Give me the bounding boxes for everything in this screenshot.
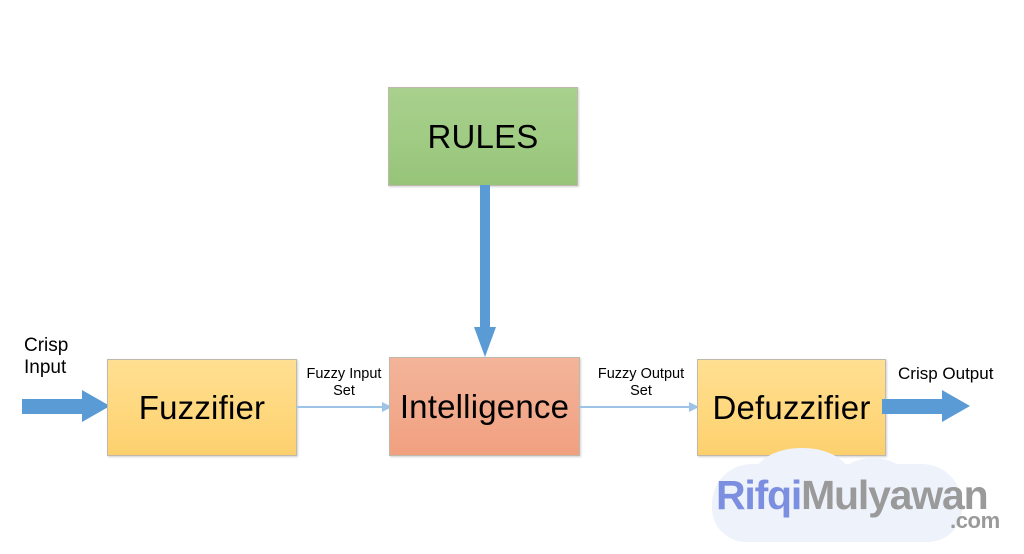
arrow-crisp-output bbox=[882, 390, 970, 422]
block-defuzzifier-label: Defuzzifier bbox=[712, 389, 871, 426]
label-fuzzy-output-set: Fuzzy Output Set bbox=[597, 366, 685, 400]
watermark-brand-part-2: Mulyawan bbox=[801, 472, 989, 518]
block-fuzzifier-label: Fuzzifier bbox=[138, 389, 266, 426]
watermark-tld: .com bbox=[950, 508, 1000, 533]
watermark-logo: RifqiMulyawan .com bbox=[700, 448, 1024, 554]
arrow-fuzzifier-to-intelligence bbox=[296, 402, 392, 412]
label-crisp-input: Crisp Input bbox=[24, 335, 69, 379]
block-intelligence: Intelligence bbox=[389, 357, 580, 456]
arrow-crisp-input bbox=[22, 390, 110, 422]
watermark-brand-part-1: Rifqi bbox=[716, 472, 802, 518]
label-fuzzy-input-set: Fuzzy Input Set bbox=[306, 366, 382, 400]
label-crisp-output: Crisp Output bbox=[898, 364, 994, 383]
block-rules-label: RULES bbox=[427, 118, 539, 155]
block-rules: RULES bbox=[388, 87, 578, 186]
arrow-rules-to-intelligence bbox=[474, 185, 496, 357]
block-defuzzifier: Defuzzifier bbox=[697, 359, 886, 456]
cloud-icon bbox=[712, 448, 962, 542]
arrow-intelligence-to-defuzzifier bbox=[579, 402, 699, 412]
block-fuzzifier: Fuzzifier bbox=[107, 359, 297, 456]
watermark-brand: RifqiMulyawan bbox=[716, 472, 989, 519]
block-intelligence-label: Intelligence bbox=[399, 388, 570, 425]
